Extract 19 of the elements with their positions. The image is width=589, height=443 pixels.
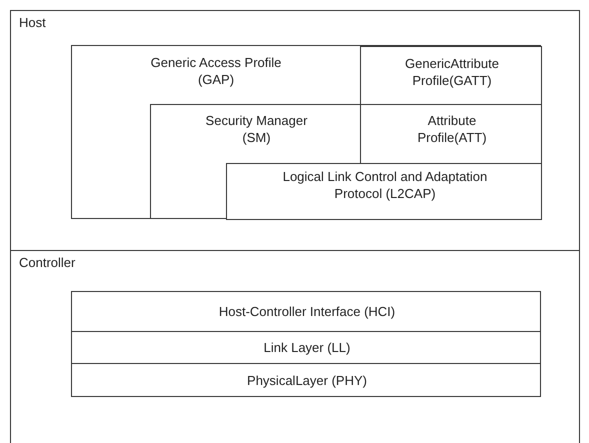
- layer-label: PhysicalLayer (PHY): [246, 372, 368, 389]
- layer-label: Logical Link Control and Adaptation Protocol (L2CAP): [282, 168, 488, 202]
- layer-box: [71, 363, 541, 397]
- layer-heading: Controller: [19, 254, 76, 271]
- host-layer-band: [10, 10, 580, 251]
- layer-label: Security Manager (SM): [204, 112, 308, 146]
- profile-box: [71, 45, 541, 219]
- layer-box: [71, 291, 541, 332]
- layer-label: Generic Access Profile (GAP): [150, 54, 282, 88]
- controller-layer-band: [10, 250, 580, 443]
- layer-label: Host-Controller Interface (HCI): [218, 303, 396, 320]
- profile-box: [360, 46, 542, 105]
- protocol-box: [226, 163, 542, 220]
- layer-label: GenericAttribute Profile(GATT): [404, 55, 500, 89]
- layer-box: [71, 331, 541, 364]
- layer-heading: Host: [19, 14, 46, 31]
- layer-label: Link Layer (LL): [262, 339, 352, 356]
- layer-box: [150, 104, 361, 164]
- layer-label: Attribute Profile(ATT): [416, 112, 488, 146]
